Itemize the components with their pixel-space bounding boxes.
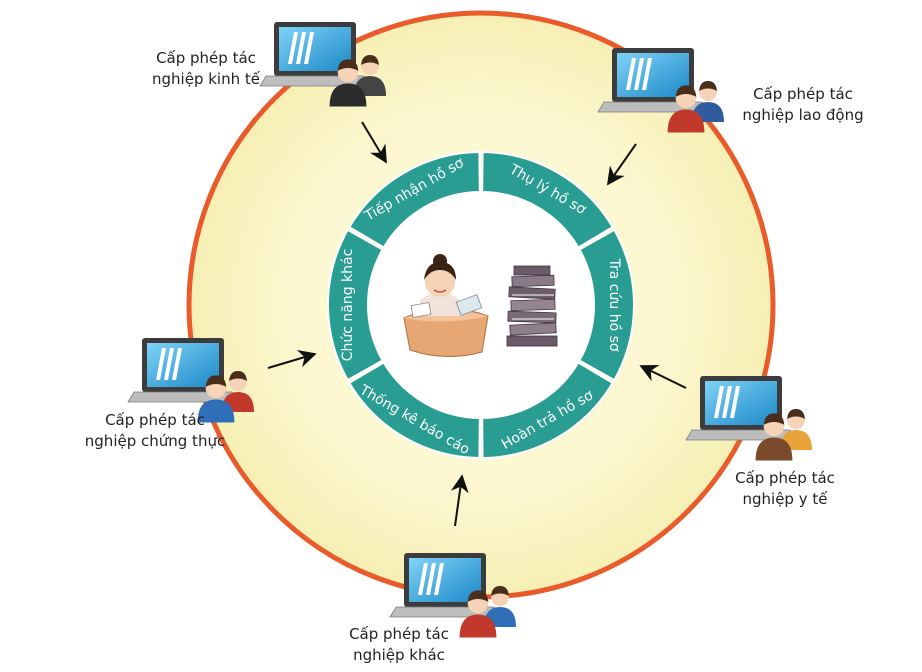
node-label-y-te: Cấp phép tác nghiệp y tế — [720, 468, 850, 510]
node-label-line: Cấp phép tác — [156, 49, 256, 67]
node-label-lao-dong: Cấp phép tác nghiệp lao động — [728, 84, 878, 126]
ring-segment — [347, 150, 481, 249]
segment-label: Tra cứu hồ sơ — [606, 258, 623, 352]
node-label-line: Cấp phép tác — [735, 469, 835, 487]
ring-segment — [347, 361, 481, 460]
node-label-line: nghiệp y tế — [742, 490, 828, 508]
node-label-kinh-te: Cấp phép tác nghiệp kinh tế — [140, 48, 272, 90]
arrow-chung-thuc — [267, 349, 317, 369]
arrow-kinh-te — [361, 121, 387, 164]
file-stack-icon — [506, 265, 558, 347]
segment-label: Chức năng khác — [340, 249, 356, 362]
node-label-line: nghiệp kinh tế — [152, 70, 260, 88]
node-label-line: nghiệp chứng thực — [84, 432, 226, 450]
ring-segment — [481, 361, 615, 460]
laptop-users-icon — [597, 48, 724, 133]
node-label-khac: Cấp phép tác nghiệp khác — [334, 624, 464, 666]
node-label-line: nghiệp lao động — [742, 106, 864, 124]
node-label-line: Cấp phép tác — [753, 85, 853, 103]
node-label-line: Cấp phép tác — [349, 625, 449, 643]
laptop-users-icon — [127, 338, 254, 423]
arrow-lao-dong — [606, 143, 637, 186]
laptop-users-icon — [259, 22, 386, 107]
node-label-line: nghiệp khác — [353, 646, 445, 664]
clerk-at-desk-icon — [403, 254, 489, 358]
arrow-y-te — [639, 365, 687, 389]
laptop-users-icon — [389, 553, 516, 638]
ring-segment — [481, 150, 615, 249]
arrow-khac — [450, 474, 469, 527]
laptop-users-icon — [685, 376, 812, 461]
node-label-line: Cấp phép tác — [105, 411, 205, 429]
node-label-chung-thuc: Cấp phép tác nghiệp chứng thực — [70, 410, 240, 452]
